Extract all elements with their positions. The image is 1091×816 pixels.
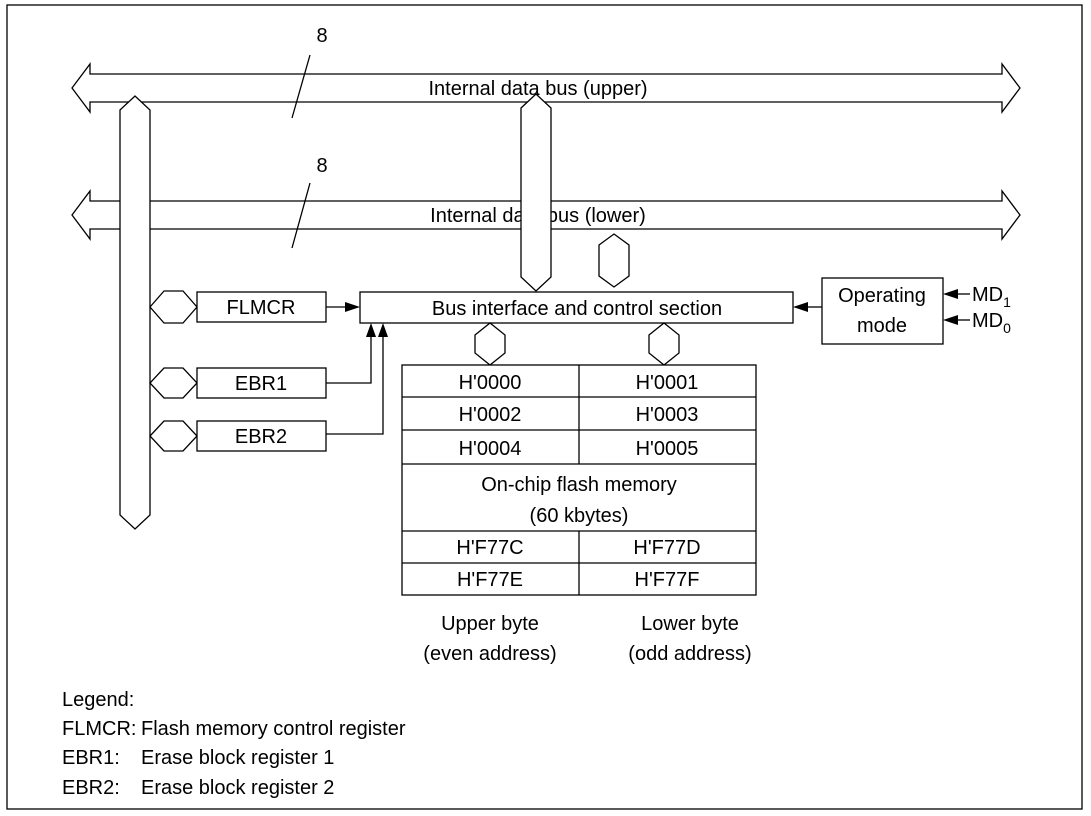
upper-bus-label: Internal data bus (upper) — [428, 78, 647, 100]
md1-pin: MD1 — [972, 284, 1011, 310]
ebr2-to-control-line — [326, 335, 384, 435]
legend-desc-ebr1: Erase block register 1 — [141, 747, 334, 769]
flash-memory-array — [401, 364, 757, 596]
diagram-frame — [6, 4, 1083, 810]
legend-title: Legend: — [62, 689, 134, 711]
ebr1-register — [196, 367, 327, 399]
upper-byte-connector — [474, 322, 506, 366]
lower-byte-caption: Lower byte — [641, 613, 739, 635]
ebr2-register — [196, 420, 327, 452]
flash-memory-title: On-chip flash memory — [481, 474, 677, 496]
ebr1-to-control-arrowhead — [366, 323, 376, 337]
upper-bus-arrow — [71, 62, 1021, 114]
legend-desc-flmcr: Flash memory control register — [141, 718, 406, 740]
lower-to-control-connector — [598, 233, 630, 288]
lower-byte-connector — [648, 322, 680, 366]
operating-mode-line1: Operating — [838, 285, 926, 307]
legend-desc-ebr2: Erase block register 2 — [141, 777, 334, 799]
control-section-label: Bus interface and control section — [432, 298, 722, 320]
ebr1-to-control-line — [326, 335, 372, 384]
md0-pin: MD0 — [972, 310, 1011, 336]
control-section — [359, 291, 794, 324]
lower-byte-caption-note: (odd address) — [628, 643, 751, 665]
ebr1-bus-connector — [149, 367, 198, 399]
memory-cell-0004: H'0004 — [459, 438, 522, 460]
md1-arrowhead — [943, 289, 958, 299]
memory-cell-f77c: H'F77C — [456, 537, 523, 559]
flmcr-label: FLMCR — [227, 297, 296, 319]
memory-cell-0002: H'0002 — [459, 404, 522, 426]
md0-base: MD — [972, 310, 1003, 332]
upper-byte-caption-note: (even address) — [423, 643, 556, 665]
ebr1-label: EBR1 — [235, 373, 287, 395]
md1-sub: 1 — [1003, 294, 1011, 310]
flmcr-register — [196, 291, 327, 323]
memory-cell-0001: H'0001 — [636, 372, 699, 394]
ebr2-label: EBR2 — [235, 426, 287, 448]
md1-base: MD — [972, 284, 1003, 306]
upper-to-control-bus — [520, 93, 552, 292]
lower-bus-width-slash — [291, 182, 311, 249]
legend-abbr-ebr1: EBR1: — [62, 747, 120, 769]
md0-arrowhead — [943, 315, 958, 325]
left-vertical-bus — [119, 95, 151, 530]
upper-byte-caption: Upper byte — [441, 613, 539, 635]
memory-cell-f77f: H'F77F — [635, 569, 700, 591]
memory-cell-f77d: H'F77D — [633, 537, 700, 559]
ebr2-bus-connector — [149, 420, 198, 452]
ebr2-to-control-arrowhead — [378, 323, 388, 337]
upper-bus-width-slash — [291, 54, 311, 119]
flmcr-bus-connector — [149, 290, 198, 324]
flmcr-to-control-arrowhead — [345, 302, 360, 312]
operating-mode-box — [821, 277, 944, 345]
upper-bus-width: 8 — [316, 25, 327, 47]
operating-mode-line2: mode — [857, 315, 907, 337]
memory-cell-0003: H'0003 — [636, 404, 699, 426]
md0-sub: 0 — [1003, 320, 1011, 336]
lower-bus-width: 8 — [316, 155, 327, 177]
mode-to-control-arrowhead — [793, 302, 808, 312]
memory-cell-0005: H'0005 — [636, 438, 699, 460]
flash-memory-size: (60 kbytes) — [530, 505, 629, 527]
legend-abbr-ebr2: EBR2: — [62, 777, 120, 799]
legend-abbr-flmcr: FLMCR: — [62, 718, 136, 740]
memory-cell-0000: H'0000 — [459, 372, 522, 394]
memory-cell-f77e: H'F77E — [457, 569, 523, 591]
